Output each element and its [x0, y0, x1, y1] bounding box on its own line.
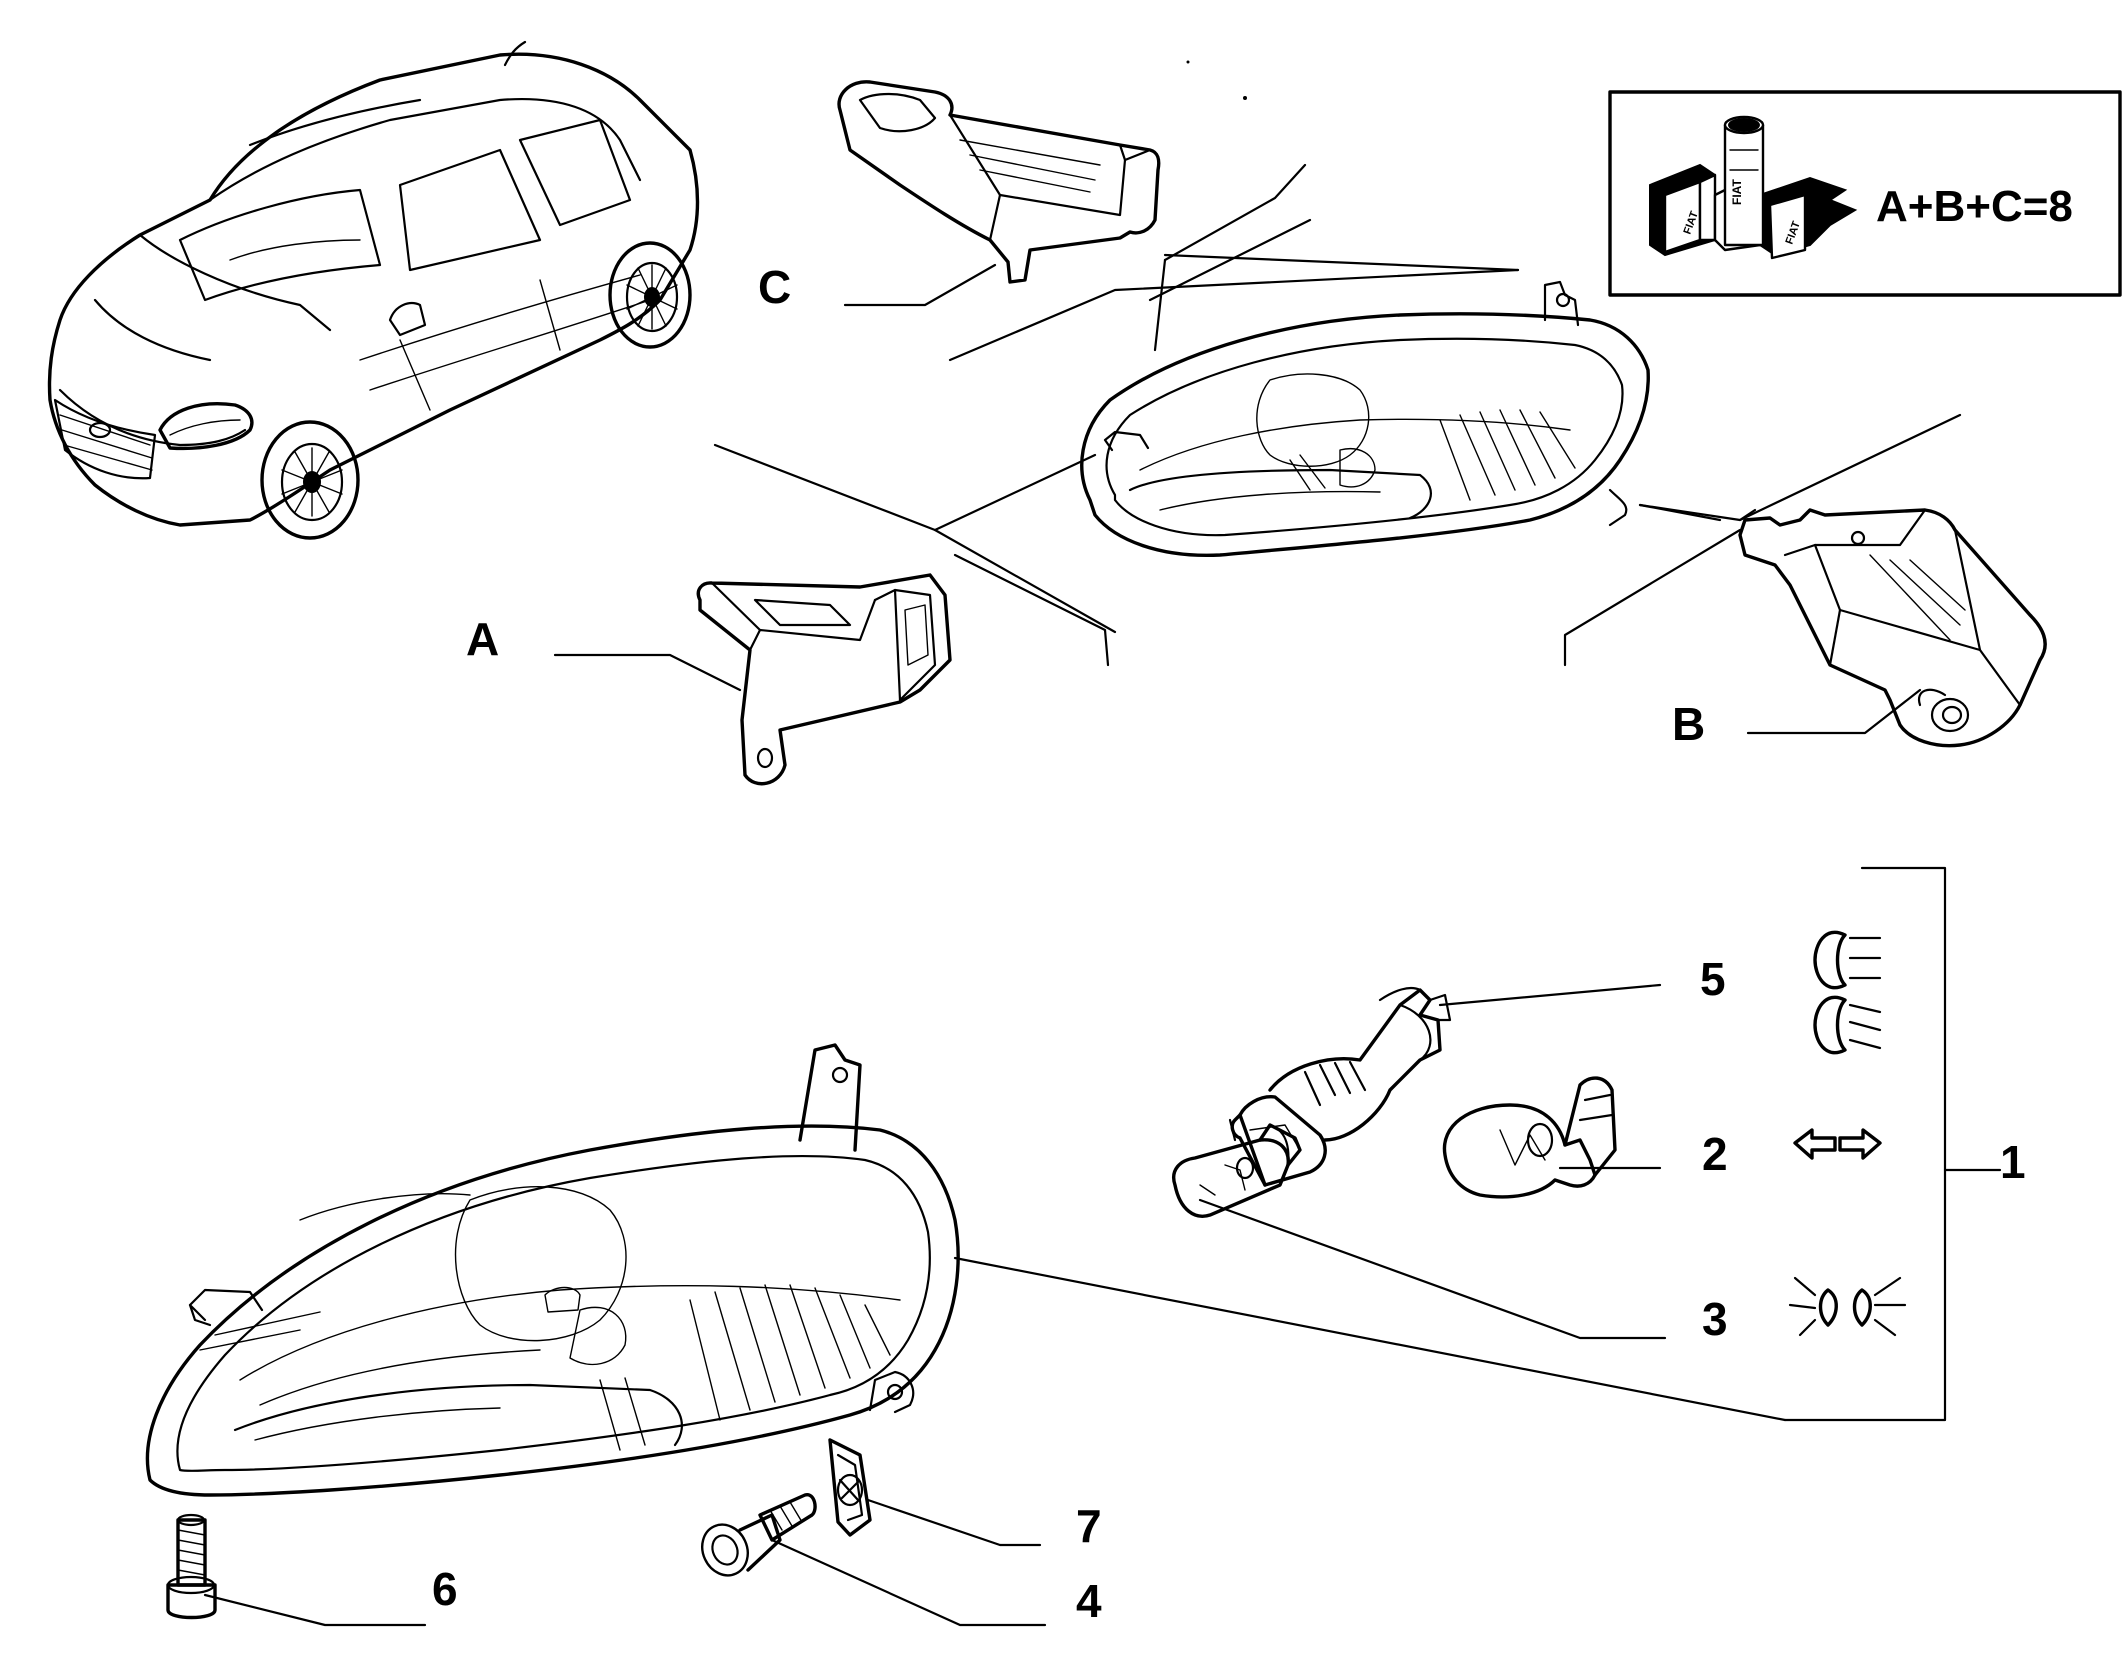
position-light-icon	[1788, 1276, 1907, 1337]
high-beam-icon	[1813, 930, 1882, 990]
lamp-function-symbols	[1788, 930, 1907, 1337]
bracket-c	[837, 80, 1161, 284]
callout-a: A	[466, 613, 499, 665]
stray-dot	[1243, 96, 1247, 100]
callout-3: 3	[1702, 1293, 1728, 1345]
callout-b: B	[1672, 698, 1705, 750]
kit-formula: A+B+C=8	[1876, 182, 2073, 231]
headlight-assembly-upper	[1080, 280, 1650, 558]
clip-nut-7	[828, 1438, 872, 1537]
callout-c: C	[758, 261, 791, 313]
callout-1: 1	[2000, 1136, 2026, 1188]
car-illustration	[47, 40, 700, 540]
bolt-6	[166, 1513, 217, 1620]
bracket-b	[1738, 508, 2047, 748]
callout-leader-lines	[203, 263, 2002, 1627]
callout-labels: A B C 1 2 3 4 5 6 7	[432, 261, 2026, 1627]
headlight-main	[145, 1043, 960, 1497]
bolt-4	[701, 1493, 817, 1577]
stray-dot-small	[1186, 60, 1190, 64]
bulb-3	[1172, 1123, 1302, 1218]
kit-box-brand-label: FIAT	[1730, 179, 1744, 205]
assembly-leader-lines	[713, 163, 1962, 667]
callout-2: 2	[1702, 1128, 1728, 1180]
bulb-5	[1228, 986, 1452, 1187]
callout-4: 4	[1076, 1575, 1102, 1627]
bracket-a	[696, 573, 952, 786]
callout-7: 7	[1076, 1500, 1102, 1552]
kit-box: FIAT FIAT FIAT A+B+C=8	[1608, 90, 2122, 297]
turn-signal-icon	[1793, 1128, 1882, 1160]
bulb-2	[1442, 1076, 1617, 1199]
low-beam-icon	[1813, 995, 1882, 1055]
callout-6: 6	[432, 1563, 458, 1615]
callout-5: 5	[1700, 953, 1726, 1005]
kit-package-icon: FIAT FIAT FIAT	[1649, 115, 1858, 260]
